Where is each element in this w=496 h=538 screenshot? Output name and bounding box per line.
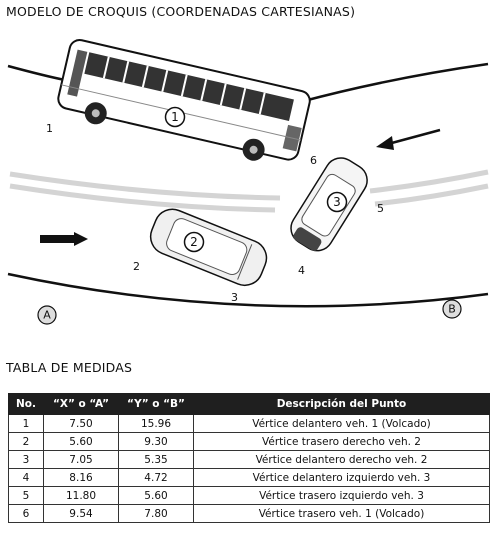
cell-description: Vértice delantero derecho veh. 2 (193, 450, 490, 469)
vehicle-number-2: 2 (190, 235, 198, 249)
cell-x: 7.05 (43, 450, 119, 469)
cell-x: 8.16 (43, 468, 119, 487)
col-header-no: No. (8, 393, 44, 415)
point-label-5: 5 (377, 202, 384, 215)
table-title: TABLA DE MEDIDAS (6, 360, 133, 375)
cell-no: 2 (8, 432, 44, 451)
point-label-2: 2 (133, 260, 140, 273)
point-label-1: 1 (46, 122, 53, 135)
table-header-row: No. “X” o “A” “Y” o “B” Descripción del … (8, 393, 490, 415)
direction-arrow-right (40, 232, 88, 246)
table-row: 1 7.50 15.96 Vértice delantero veh. 1 (V… (8, 414, 490, 433)
accident-sketch: 1 2 3 1 2 3 4 5 6 A B (7, 39, 489, 325)
cell-no: 6 (8, 504, 44, 523)
cell-x: 9.54 (43, 504, 119, 523)
measurements-table: No. “X” o “A” “Y” o “B” Descripción del … (8, 393, 490, 523)
cell-no: 1 (8, 414, 44, 433)
cell-no: 5 (8, 486, 44, 505)
cell-no: 3 (8, 450, 44, 469)
point-label-3: 3 (231, 291, 238, 304)
cell-description: Vértice delantero izquierdo veh. 3 (193, 468, 490, 487)
cell-x: 11.80 (43, 486, 119, 505)
vehicle-number-1: 1 (171, 110, 179, 124)
cell-y: 9.30 (118, 432, 194, 451)
table-row: 6 9.54 7.80 Vértice trasero veh. 1 (Volc… (8, 504, 490, 523)
vehicle-marker-3 (326, 191, 348, 213)
cell-y: 5.35 (118, 450, 194, 469)
vehicle-2-car (149, 208, 268, 287)
vehicle-marker-2 (183, 231, 205, 253)
table-row: 2 5.60 9.30 Vértice trasero derecho veh.… (8, 432, 490, 451)
road-edge-upper (7, 62, 489, 104)
cell-description: Vértice trasero veh. 1 (Volcado) (193, 504, 490, 523)
road-edge-lower (7, 272, 489, 308)
table-row: 5 11.80 5.60 Vértice trasero izquierdo v… (8, 486, 490, 505)
lane-marking (9, 169, 489, 201)
reference-label-a: A (43, 309, 51, 322)
cell-description: Vértice delantero veh. 1 (Volcado) (193, 414, 490, 433)
cell-x: 7.50 (43, 414, 119, 433)
cell-no: 4 (8, 468, 44, 487)
point-label-6: 6 (310, 154, 317, 167)
reference-label-b: B (448, 303, 456, 316)
cell-x: 5.60 (43, 432, 119, 451)
table-row: 4 8.16 4.72 Vértice delantero izquierdo … (8, 468, 490, 487)
col-header-y: “Y” o “B” (118, 393, 194, 415)
point-label-4: 4 (298, 264, 305, 277)
reference-point-a (37, 305, 57, 325)
cell-y: 4.72 (118, 468, 194, 487)
vehicle-number-3: 3 (333, 195, 341, 209)
vehicle-1-bus (57, 39, 311, 161)
reference-point-b (442, 299, 462, 319)
page-title: MODELO DE CROQUIS (COORDENADAS CARTESIAN… (6, 4, 356, 19)
cell-y: 5.60 (118, 486, 194, 505)
table-row: 3 7.05 5.35 Vértice delantero derecho ve… (8, 450, 490, 469)
col-header-description: Descripción del Punto (193, 393, 490, 415)
cell-description: Vértice trasero izquierdo veh. 3 (193, 486, 490, 505)
cell-description: Vértice trasero derecho veh. 2 (193, 432, 490, 451)
cell-y: 7.80 (118, 504, 194, 523)
cell-y: 15.96 (118, 414, 194, 433)
vehicle-marker-1 (164, 106, 186, 128)
direction-arrow-left (376, 128, 441, 150)
col-header-x: “X” o “A” (43, 393, 119, 415)
